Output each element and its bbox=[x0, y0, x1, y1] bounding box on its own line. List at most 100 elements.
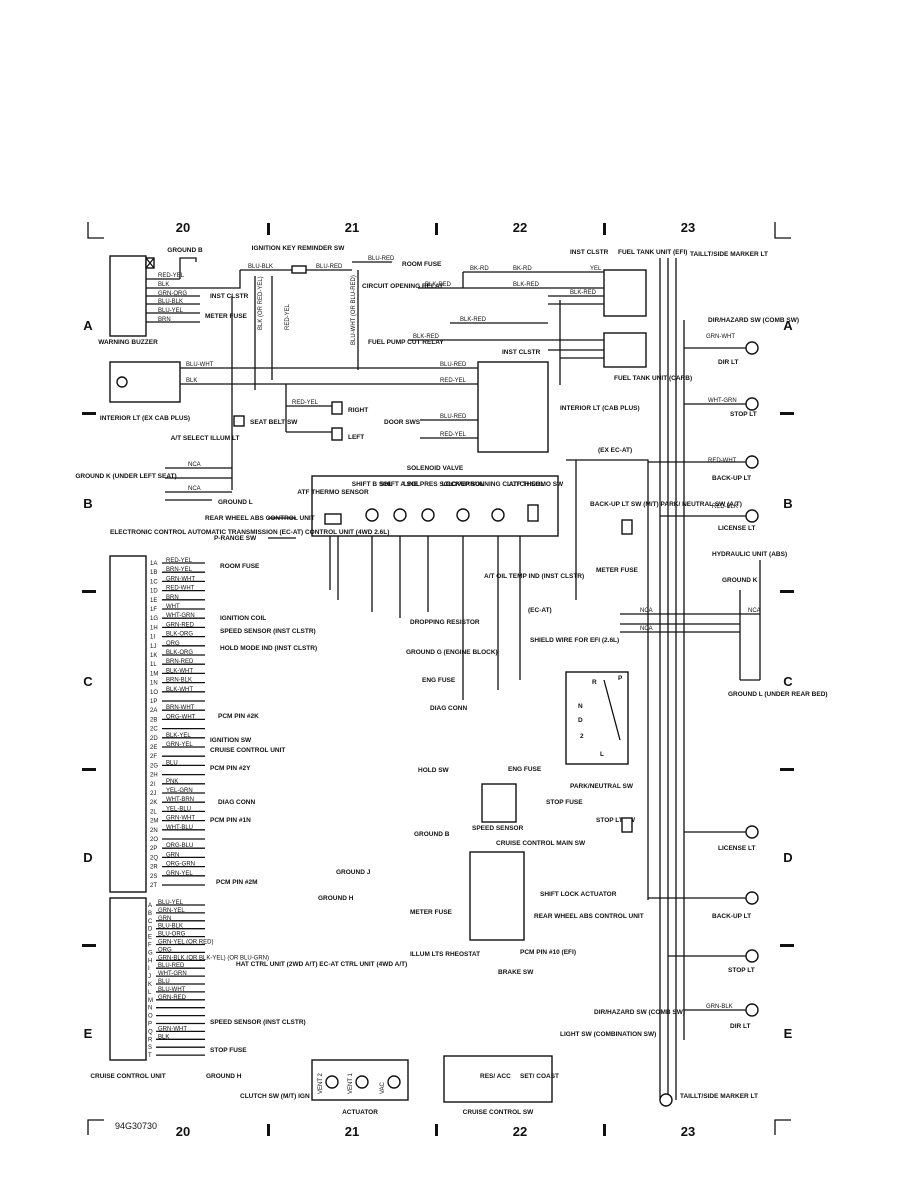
ecu-pin-1e: 1E bbox=[150, 598, 157, 604]
ex-ec-at-label: (EX EC-AT) bbox=[598, 447, 632, 454]
corner-mark-bl bbox=[87, 1119, 104, 1135]
cruise-control-sw-box bbox=[443, 1055, 553, 1103]
wire-red-yel-2: RED-YEL bbox=[440, 378, 467, 384]
cruise-pin-t: T bbox=[148, 1053, 152, 1059]
row-label-b-right: B bbox=[783, 496, 792, 511]
dropping-resistor-label: DROPPING RESISTOR bbox=[410, 619, 480, 626]
ecu-wire-label: ORG-GRN bbox=[166, 862, 195, 868]
ecu-wire-label: BLU bbox=[166, 760, 178, 766]
wire-blu-blk-2: BLU-BLK bbox=[248, 264, 273, 270]
set-coast-label: SET/ COAST bbox=[520, 1073, 559, 1080]
cruise-wire-label: BLK bbox=[158, 1034, 169, 1040]
cruise-pin-n: N bbox=[148, 1006, 152, 1012]
license-lt-label: LICENSE LT bbox=[718, 525, 755, 532]
ecu-wire-label: WHT-GRN bbox=[166, 613, 195, 619]
wire-brn: BRN bbox=[158, 317, 171, 323]
cruise-pin-r: R bbox=[148, 1037, 153, 1043]
cruise-pin-s: S bbox=[148, 1045, 152, 1051]
wire-nca-r: NCA bbox=[640, 608, 653, 614]
corner-mark-br bbox=[774, 1119, 791, 1135]
ground-l-rear-label: GROUND L (UNDER REAR BED) bbox=[728, 691, 828, 698]
inst-clstr-label: INST CLSTR bbox=[210, 293, 249, 300]
cruise-wire-label: GRN-YEL bbox=[158, 908, 185, 914]
cruise-wire-label: GRN-RED bbox=[158, 995, 187, 1001]
ecu-pin-2o: 2O bbox=[150, 837, 158, 843]
door-sw-right bbox=[331, 401, 343, 415]
interior-lt-cab-plus bbox=[477, 361, 549, 453]
ground-b-2-label: GROUND B bbox=[414, 831, 450, 838]
lockup-label: LOCKUP SOL bbox=[442, 481, 485, 488]
ecu-pin-2j: 2J bbox=[150, 791, 156, 797]
row-label-d-left: D bbox=[83, 850, 92, 865]
cruise-wire-label: BLU-YEL bbox=[158, 900, 184, 906]
ecu-wire-label: GRN-RED bbox=[166, 622, 195, 628]
license-lt-2-label: LICENSE LT bbox=[718, 845, 755, 852]
ecu-pin-1l: 1L bbox=[150, 662, 157, 668]
ecu-pin-2g: 2G bbox=[150, 763, 158, 769]
corner-mark-tr bbox=[774, 222, 791, 239]
hold-sw-label: HOLD SW bbox=[418, 767, 450, 774]
ecu-label: ELECTRONIC CONTROL AUTOMATIC TRANSMISSIO… bbox=[110, 529, 389, 536]
dir-lt-2-label: DIR LT bbox=[730, 1023, 750, 1030]
col-tick bbox=[603, 223, 606, 235]
ecu-wire-label: BRN-YEL bbox=[166, 567, 193, 573]
wire-yel: YEL bbox=[590, 266, 602, 272]
ground-j-label: GROUND J bbox=[336, 869, 371, 876]
cruise-unit-label: CRUISE CONTROL UNIT bbox=[90, 1073, 165, 1080]
ecu-connector-block bbox=[109, 555, 147, 893]
ecu-wire-label: GRN-YEL bbox=[166, 742, 193, 748]
cruise-control-unit-block bbox=[109, 897, 147, 1061]
ecu-wire-label: BRN-RED bbox=[166, 659, 194, 665]
left-label: LEFT bbox=[348, 434, 364, 441]
p-range-label: P-RANGE SW bbox=[214, 535, 257, 542]
vac-label: VAC bbox=[380, 1081, 386, 1094]
solenoid-valve-block bbox=[311, 475, 559, 537]
diag-conn-2-label: DIAG CONN bbox=[218, 799, 256, 806]
solenoid-coils bbox=[324, 504, 539, 525]
ignition-coil-label: IGNITION COIL bbox=[220, 615, 266, 622]
ecu-wire-label: RED-YEL bbox=[166, 558, 193, 564]
cruise-cu-label: CRUISE CONTROL UNIT bbox=[210, 747, 285, 754]
ecu-pin-1c: 1C bbox=[150, 579, 158, 585]
ecu-wire-label: BLK-WHT bbox=[166, 668, 193, 674]
ecu-wire-label: YEL-BLU bbox=[166, 806, 191, 812]
buzzer-wires bbox=[146, 278, 200, 323]
row-label-a-left: A bbox=[83, 318, 93, 333]
cruise-wire-label: GRN-YEL (OR RED) bbox=[158, 940, 213, 946]
col-label-23-bottom: 23 bbox=[681, 1124, 695, 1139]
ecu-pin-2i: 2I bbox=[150, 782, 155, 788]
cruise-pin-h: H bbox=[148, 958, 152, 964]
ground-h-2-label: GROUND H bbox=[206, 1073, 242, 1080]
cruise-wire-label: BLU-RED bbox=[158, 963, 185, 969]
row-label-b-left: B bbox=[83, 496, 92, 511]
dir-hazard-label: DIR/HAZARD SW (COMB SW) bbox=[708, 317, 799, 324]
vent2-label: VENT 2 bbox=[318, 1072, 324, 1094]
meter-fuse-3-label: METER FUSE bbox=[596, 567, 639, 574]
wire-blu-red-4: BLU-RED bbox=[440, 414, 467, 420]
seat-belt-label: SEAT BELT SW bbox=[250, 419, 298, 426]
row-label-d-right: D bbox=[783, 850, 792, 865]
cruise-wire-label: BLU-ORG bbox=[158, 932, 186, 938]
shield-wire-label: SHIELD WIRE FOR EFI (2.6L) bbox=[530, 637, 619, 644]
wire-blk-red-2: BLK-RED bbox=[513, 282, 540, 288]
stop-lt-sw-label: STOP LT SW bbox=[596, 817, 636, 824]
ecu-wire-label: BLK-WHT bbox=[166, 687, 193, 693]
ecu-pin-2q: 2Q bbox=[150, 855, 158, 861]
wire-grn-blk-r: GRN-BLK bbox=[706, 1004, 733, 1010]
col-label-21-bottom: 21 bbox=[345, 1124, 359, 1139]
at-oil-label: A/T OIL TEMP IND (INST CLSTR) bbox=[484, 573, 584, 580]
ecu-pin-2h: 2H bbox=[150, 773, 158, 779]
interior-lt-cab-label: INTERIOR LT (CAB PLUS) bbox=[560, 405, 640, 412]
ecu-pin-1i: 1I bbox=[150, 635, 155, 641]
ignition-key-label: IGNITION KEY REMINDER SW bbox=[252, 245, 346, 252]
ecu-pin-2b: 2B bbox=[150, 717, 157, 723]
col-label-22-bottom: 22 bbox=[513, 1124, 527, 1139]
taillt-top-label: TAILLT/SIDE MARKER LT bbox=[690, 251, 768, 258]
backup-lt-2-label: BACK-UP LT bbox=[712, 913, 751, 920]
right-label: RIGHT bbox=[348, 407, 368, 414]
wire-blu-red-3: BLU-RED bbox=[440, 362, 467, 368]
col-label-22: 22 bbox=[513, 220, 527, 235]
eng-fuse-label: ENG FUSE bbox=[422, 677, 456, 684]
